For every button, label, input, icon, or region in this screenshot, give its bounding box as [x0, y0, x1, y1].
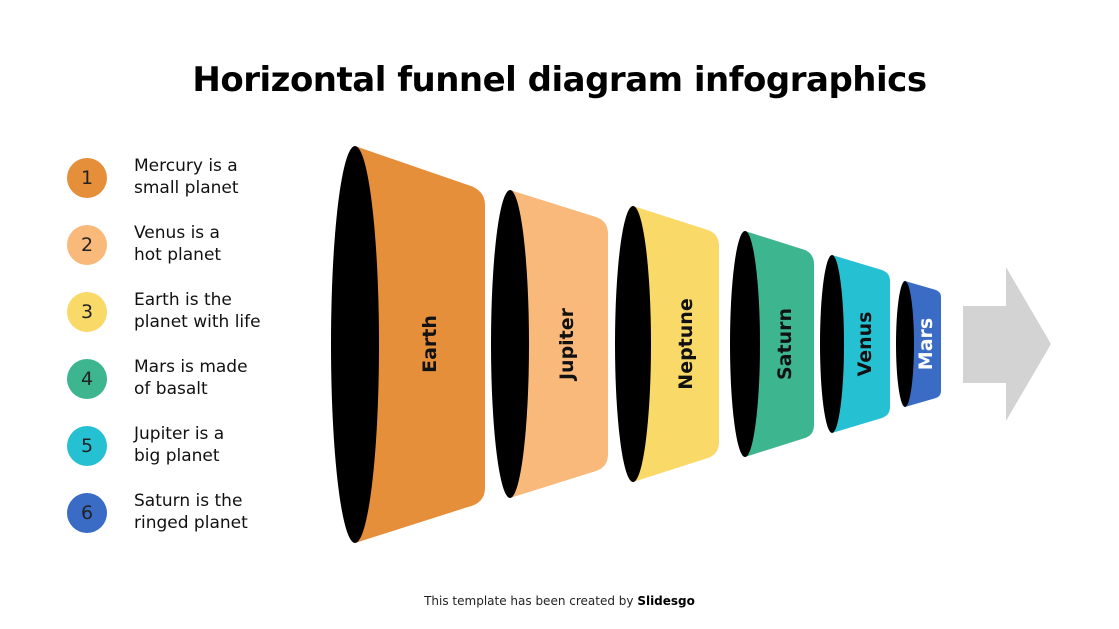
funnel-segment-opening [896, 281, 914, 407]
footer-text: This template has been created by [424, 594, 638, 608]
legend-item-4: 4 Mars is made of basalt [67, 356, 327, 406]
legend-text-line: Mercury is a [134, 156, 238, 176]
footer-credit: This template has been created by Slides… [0, 594, 1119, 608]
funnel-segment-opening [820, 255, 844, 433]
funnel-segment-saturn: Saturn [730, 231, 814, 457]
funnel-segment-body [905, 281, 941, 407]
legend-text-line: Jupiter is a [134, 424, 225, 444]
funnel-segment-earth: Earth [331, 146, 485, 543]
funnel-segment-opening [730, 231, 760, 457]
funnel-segment-mars: Mars [896, 281, 941, 407]
funnel-segment-body [832, 255, 890, 433]
legend-text-line: ringed planet [134, 513, 248, 533]
legend-item-6: 6 Saturn is the ringed planet [67, 490, 327, 540]
legend-item-3: 3 Earth is the planet with life [67, 289, 327, 339]
funnel-segment-body [355, 146, 485, 543]
funnel-segment-neptune: Neptune [615, 206, 719, 482]
legend-text: Venus is a hot planet [134, 222, 334, 266]
funnel-segment-label: Mars [915, 318, 937, 370]
arrow-right-icon [963, 267, 1051, 421]
legend-text-line: small planet [134, 178, 239, 198]
legend-number-badge: 1 [67, 158, 107, 198]
funnel-segment-body [510, 190, 608, 498]
legend-item-2: 2 Venus is a hot planet [67, 222, 327, 272]
page-title: Horizontal funnel diagram infographics [192, 60, 927, 100]
funnel-segment-label: Saturn [774, 308, 796, 380]
legend-number-badge: 5 [67, 426, 107, 466]
legend-item-5: 5 Jupiter is a big planet [67, 423, 327, 473]
funnel-segment-label: Neptune [675, 298, 697, 389]
funnel-segment-body [633, 206, 719, 482]
legend-text: Earth is the planet with life [134, 289, 334, 333]
footer-brand: Slidesgo [637, 594, 695, 608]
legend-text-line: Earth is the [134, 290, 232, 310]
funnel-segment-opening [615, 206, 651, 482]
funnel-segment-label: Venus [854, 312, 876, 377]
legend-text: Saturn is the ringed planet [134, 490, 334, 534]
legend-text-line: Mars is made [134, 357, 248, 377]
legend-text-line: big planet [134, 446, 220, 466]
funnel-segment-body [745, 231, 814, 457]
legend-text-line: planet with life [134, 312, 261, 332]
legend-text: Jupiter is a big planet [134, 423, 334, 467]
funnel-segment-venus: Venus [820, 255, 890, 433]
funnel-segment-opening [491, 190, 529, 498]
legend-text-line: Saturn is the [134, 491, 243, 511]
legend-number-badge: 4 [67, 359, 107, 399]
funnel-segment-label: Jupiter [556, 307, 578, 382]
funnel-segment-opening [331, 146, 379, 543]
legend-text: Mercury is a small planet [134, 155, 334, 199]
funnel-segment-jupiter: Jupiter [491, 190, 608, 498]
legend-text-line: Venus is a [134, 223, 220, 243]
legend-text-line: hot planet [134, 245, 222, 265]
legend-text-line: of basalt [134, 379, 208, 399]
legend-number-badge: 6 [67, 493, 107, 533]
legend-item-1: 1 Mercury is a small planet [67, 155, 327, 205]
legend-number-badge: 2 [67, 225, 107, 265]
legend-number-badge: 3 [67, 292, 107, 332]
legend-text: Mars is made of basalt [134, 356, 334, 400]
funnel-segment-label: Earth [419, 315, 441, 373]
